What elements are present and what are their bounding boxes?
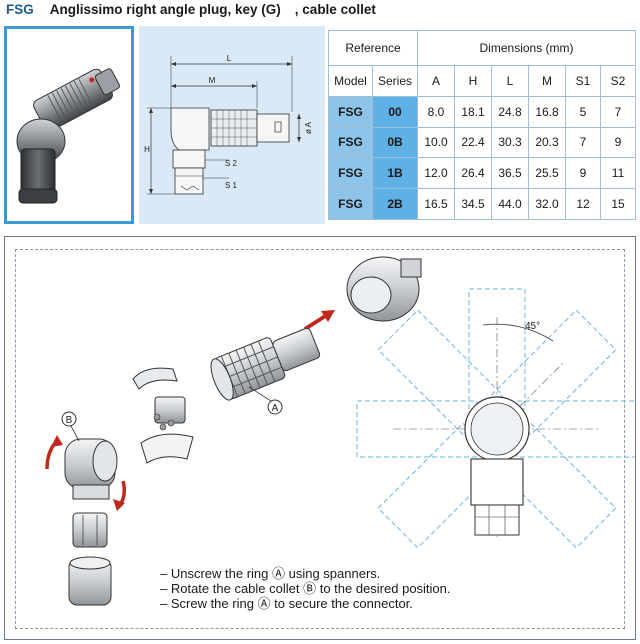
- table-cell: 7: [565, 126, 601, 159]
- elbow-part: [64, 438, 118, 500]
- instruction-line: – Rotate the cable collet Ⓑ to the desir…: [160, 581, 451, 596]
- table-cell: 16.5: [417, 188, 455, 220]
- column-header: Model: [328, 64, 373, 97]
- callout-B: B: [61, 411, 80, 442]
- callout-A-label: A: [272, 403, 279, 414]
- table-cell: 5: [565, 95, 601, 128]
- rotate-arrow-head-icon: [113, 499, 125, 511]
- label-H: H: [144, 145, 150, 154]
- product-title: Anglissimo right angle plug, key (G): [49, 2, 281, 17]
- table-cell: 25.5: [528, 157, 566, 190]
- label-A: ø A: [304, 121, 313, 134]
- connector-photo-image: [16, 68, 120, 204]
- column-header: S1: [565, 64, 601, 97]
- table-cell: 8.0: [417, 95, 455, 128]
- assembly-illustration: A B: [45, 256, 635, 606]
- table-cell: 11: [599, 157, 637, 190]
- product-title-suffix: , cable collet: [294, 2, 376, 17]
- dimensions-header: Dimensions (mm): [416, 30, 637, 66]
- series-cell: 0B: [372, 126, 418, 159]
- table-cell: 22.4: [454, 126, 492, 159]
- callout-B-label: B: [66, 415, 73, 426]
- table-cell: 30.3: [491, 126, 529, 159]
- table-cell: 34.5: [454, 188, 492, 220]
- callout-A: A: [248, 386, 283, 415]
- instruction-line: – Unscrew the ring Ⓐ using spanners.: [160, 566, 381, 581]
- label-M: M: [209, 76, 216, 85]
- insert-arrow-icon: [303, 310, 335, 331]
- table-row: FSG 0B 10.0 22.4 30.3 20.3 7 9: [328, 126, 637, 159]
- rotation-diagram: 45°: [356, 288, 635, 549]
- instruction-line: – Screw the ring Ⓐ to secure the connect…: [160, 596, 413, 611]
- model-cell: FSG: [328, 95, 373, 128]
- angle-label: 45°: [525, 321, 540, 332]
- reference-header: Reference: [328, 30, 418, 66]
- plug-body-part: [210, 327, 321, 401]
- column-header: L: [491, 64, 529, 97]
- table-row: FSG 2B 16.5 34.5 44.0 32.0 12 15: [328, 188, 637, 220]
- table-cell: 16.8: [528, 95, 566, 128]
- column-header: H: [454, 64, 492, 97]
- table-cell: 9: [565, 157, 601, 190]
- receptacle-part: [346, 256, 422, 322]
- table-cell: 32.0: [528, 188, 566, 220]
- dimensions-table: Reference Dimensions (mm) Model Series A…: [328, 30, 637, 220]
- model-cell: FSG: [328, 188, 373, 220]
- cable-nut-part: [68, 556, 112, 606]
- table-cell: 44.0: [491, 188, 529, 220]
- column-header: M: [528, 64, 566, 97]
- assembly-instructions: – Unscrew the ring Ⓐ using spanners. – R…: [160, 566, 451, 611]
- table-row: FSG 1B 12.0 26.4 36.5 25.5 9 11: [328, 157, 637, 190]
- table-cell: 15: [599, 188, 637, 220]
- rotate-arrow-head-icon: [51, 435, 63, 447]
- cable-collet-part: [72, 512, 108, 548]
- table-row: FSG 00 8.0 18.1 24.8 16.8 5 7: [328, 95, 637, 128]
- label-S1: S 1: [225, 181, 238, 190]
- table-cell: 20.3: [528, 126, 566, 159]
- model-cell: FSG: [328, 157, 373, 190]
- label-L: L: [227, 54, 232, 63]
- half-shell-part: [140, 433, 194, 464]
- page-header: FSG Anglissimo right angle plug, key (G)…: [6, 2, 376, 22]
- series-cell: 00: [372, 95, 418, 128]
- assembly-panel: A B: [4, 236, 636, 640]
- table-cell: 7: [599, 95, 637, 128]
- table-cell: 18.1: [454, 95, 492, 128]
- column-header: A: [417, 64, 455, 97]
- product-photo: [4, 26, 134, 224]
- column-header: S2: [599, 64, 637, 97]
- series-cell: 1B: [372, 157, 418, 190]
- table-cell: 24.8: [491, 95, 529, 128]
- drawing-svg: L M ø A: [144, 54, 313, 195]
- contact-insert-part: [132, 367, 186, 431]
- table-cell: 10.0: [417, 126, 455, 159]
- series-cell: 2B: [372, 188, 418, 220]
- table-cell: 12.0: [417, 157, 455, 190]
- model-cell: FSG: [328, 126, 373, 159]
- assembly-frame: [15, 249, 625, 629]
- dimension-drawing: L M ø A: [139, 26, 325, 224]
- table-cell: 26.4: [454, 157, 492, 190]
- table-cell: 36.5: [491, 157, 529, 190]
- table-cell: 9: [599, 126, 637, 159]
- table-cell: 12: [565, 188, 601, 220]
- product-code: FSG: [6, 2, 34, 17]
- column-header: Series: [372, 64, 418, 97]
- label-S2: S 2: [225, 159, 238, 168]
